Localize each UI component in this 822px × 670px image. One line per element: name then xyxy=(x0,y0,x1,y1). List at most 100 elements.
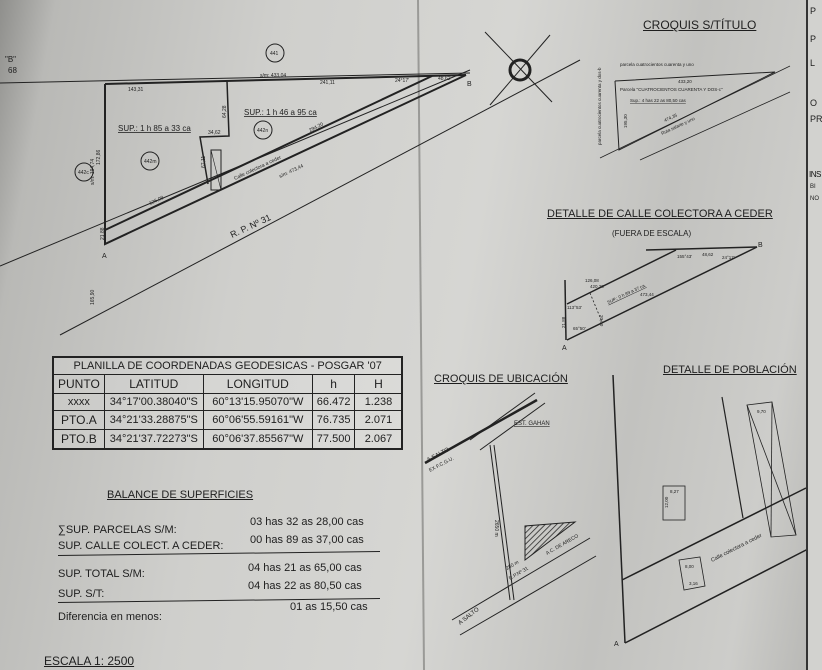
col-header: h xyxy=(311,374,356,394)
d1: 126,08 xyxy=(585,278,599,283)
d5: 21,88 xyxy=(561,316,566,328)
balance-label: Diferencia en menos: xyxy=(58,611,162,623)
seg-b: 241,11 xyxy=(320,80,335,86)
angle4: 65°50' xyxy=(573,326,586,331)
cell: 60°06'55.59161"W xyxy=(202,410,313,430)
west-inner: 172,86 xyxy=(96,149,102,165)
sup-2: SUP.: 1 h 46 a 95 ca xyxy=(244,108,317,117)
parcel-441: 441 xyxy=(270,51,279,57)
cell: PTO.A xyxy=(52,410,105,430)
ubicacion-drawing xyxy=(424,392,597,636)
cell: 2.071 xyxy=(354,410,403,430)
cell: 34°21'33.28875"S xyxy=(103,410,204,430)
d2: 420,28 xyxy=(590,284,604,289)
balance-value: 01 as 15,50 cas xyxy=(290,601,368,613)
balance-label: SUP. TOTAL S/M: xyxy=(58,568,145,580)
right-panel: P P L O PR INS BI NO xyxy=(806,0,822,670)
angle2: 24°17' xyxy=(722,255,735,260)
main-plan xyxy=(0,31,581,336)
street: Calle colectora a ceder xyxy=(710,533,763,564)
cell: 60°13'15.95070"W xyxy=(202,393,313,411)
d4: 473,44 xyxy=(640,292,654,297)
col-header: LONGITUD xyxy=(202,374,313,394)
south-side: s/m: 473,44 xyxy=(278,163,304,180)
diag-dim: 474,35 xyxy=(663,112,678,123)
sup-1: SUP.: 1 h 85 a 33 ca xyxy=(118,124,191,133)
ubicacion-title: CROQUIS DE UBICACIÓN xyxy=(434,373,568,385)
cell: 77.500 xyxy=(311,429,356,450)
point-b: B xyxy=(467,81,472,88)
west-side: s/m: 194,74 xyxy=(90,159,96,185)
col-header: LATITUD xyxy=(103,374,204,394)
d6: 20,00 xyxy=(599,315,604,327)
balance-value: 00 has 89 as 37,00 cas xyxy=(250,534,364,546)
angle-b: 24°17' xyxy=(395,78,409,84)
table-row: PTO.B 34°21'37.72273"S 60°06'37.85567"W … xyxy=(52,429,403,450)
croquis-titulo-title: CROQUIS S/TÍTULO xyxy=(643,18,757,32)
panel-letter: BI xyxy=(810,184,816,190)
side-dim: 195,30 xyxy=(623,114,628,128)
sup: Sup.: 4 has 22 as 80,50 cas xyxy=(630,98,687,103)
cell: 34°21'37.72273"S xyxy=(103,429,204,450)
seg-b-small: 48,62 xyxy=(438,76,451,82)
detalle-calle-subtitle: (FUERA DE ESCALA) xyxy=(612,229,692,238)
balance-label: ∑SUP. PARCELAS S/M: xyxy=(58,524,177,536)
scale-label: ESCALA 1: 2500 xyxy=(44,654,135,668)
table-row: PTO.A 34°21'33.28875"S 60°06'55.59161"W … xyxy=(52,410,403,430)
north-side: s/m: 433,04 xyxy=(260,73,286,79)
detalle-calle-title: DETALLE DE CALLE COLECTORA A CEDER xyxy=(547,208,773,220)
dim: 9,70 xyxy=(757,409,766,414)
panel-letter: P xyxy=(810,34,817,44)
coords-table-title: PLANILLA DE COORDENADAS GEODESICAS - POS… xyxy=(52,356,403,375)
point-a: A xyxy=(614,641,619,648)
dim: 8,00 xyxy=(685,564,694,569)
col-header: H xyxy=(354,374,403,394)
cell: 76.735 xyxy=(311,410,356,430)
panel-letter: L xyxy=(810,58,816,68)
left-parcel: parcela cuatrocientos cuarenta y dos-b xyxy=(597,67,602,145)
angle3: 113°53' xyxy=(567,305,582,310)
top-dim: 433,20 xyxy=(678,79,692,84)
left-edge-label: 68 xyxy=(8,66,17,75)
parcel-name: Parcela "CUATROCIENTOS CUARENTA Y DOS-c" xyxy=(620,87,723,92)
coords-table: PLANILLA DE COORDENADAS GEODESICAS - POS… xyxy=(52,356,404,450)
cell: 2.067 xyxy=(354,429,403,450)
inner-diag: 67,11 xyxy=(201,156,207,168)
table-row: xxxx 34°17'00.38040"S 60°13'15.95070"W 6… xyxy=(52,393,403,411)
angle1: 155°43' xyxy=(677,254,692,259)
cell: 60°06'37.85567"W xyxy=(202,429,313,450)
balance-value: 03 has 32 as 28,00 cas xyxy=(250,516,364,528)
cell: 1.238 xyxy=(354,393,403,411)
balance-value: 04 has 21 as 65,00 cas xyxy=(248,562,362,574)
balance-value: 04 has 22 as 80,50 cas xyxy=(248,580,362,592)
balance-label: SUP. CALLE COLECT. A CEDER: xyxy=(58,540,224,552)
misc-small: 21,88 xyxy=(100,227,106,240)
balance-label: SUP. S/T: xyxy=(58,588,105,600)
detalle-calle-drawing xyxy=(564,246,758,341)
main-plan-labels: 441 442n 442m 442c s/m: 433,04 143,31 24… xyxy=(78,51,451,305)
col-header: PUNTO xyxy=(52,374,105,394)
top-parcel: parcela cuatrocientos cuarenta y uno xyxy=(620,62,694,67)
dim: 8,27 xyxy=(670,489,679,494)
point-a: A xyxy=(562,345,567,352)
croquis-titulo-drawing xyxy=(599,65,791,161)
panel-letter: PR xyxy=(810,114,822,124)
balance-title: BALANCE DE SUPERFICIES xyxy=(107,489,254,501)
misc-dim: 165,90 xyxy=(90,289,96,305)
seg-a: 143,31 xyxy=(128,87,144,93)
table-header-row: PUNTO LATITUD LONGITUD h H xyxy=(52,374,403,394)
inner-horiz: 34,62 xyxy=(208,130,221,136)
point-b: B xyxy=(758,242,763,249)
cell: 66.472 xyxy=(311,393,356,411)
panel-letter: NO xyxy=(810,196,819,202)
parcel-442n: 442n xyxy=(257,128,268,134)
panel-letter: P xyxy=(810,6,817,16)
left-edge-label: "B" xyxy=(5,55,17,64)
poblacion-drawing xyxy=(612,374,811,644)
parcel-442c: 442c xyxy=(78,170,89,176)
point-a: A xyxy=(102,253,107,260)
dim: 12,00 xyxy=(664,496,669,508)
cell: xxxx xyxy=(52,393,105,411)
parcel-442m: 442m xyxy=(144,159,157,165)
